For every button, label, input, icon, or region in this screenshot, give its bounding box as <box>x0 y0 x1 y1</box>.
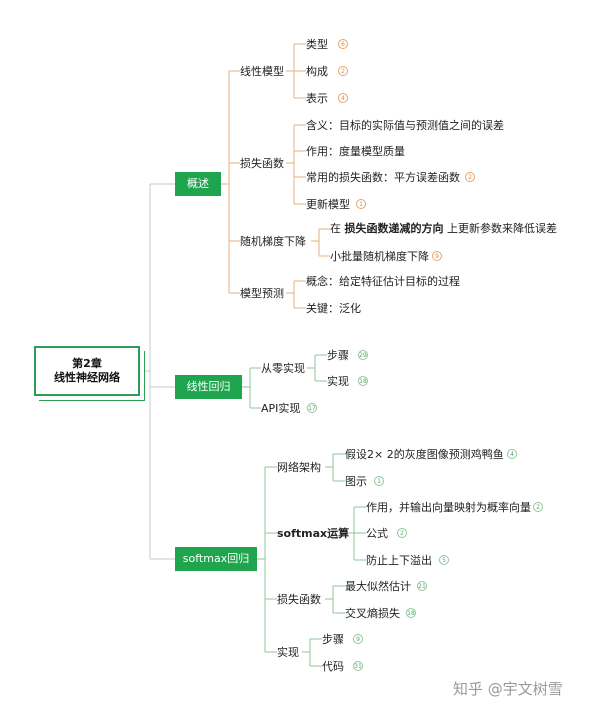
node-network-architecture[interactable]: 网络架构 <box>277 461 321 474</box>
leaf-impl-steps[interactable]: 步骤 <box>322 633 344 646</box>
count-badge: 31 <box>353 661 363 671</box>
root-connectors <box>140 183 175 560</box>
count-badge: 18 <box>358 376 368 386</box>
section-softmax-regression[interactable]: softmax回归 <box>175 547 257 571</box>
leaf-loss-purpose[interactable]: 作用：度量模型质量 <box>306 145 405 158</box>
leaf-prediction-concept[interactable]: 概念：给定特征估计目标的过程 <box>306 275 460 288</box>
node-softmax-op[interactable]: softmax运算 <box>277 527 350 540</box>
root-node[interactable]: 第2章 线性神经网络 <box>34 346 140 396</box>
count-badge: 9 <box>432 251 442 261</box>
node-sgd[interactable]: 随机梯度下降 <box>240 235 306 248</box>
section-overview[interactable]: 概述 <box>175 172 221 196</box>
leaf-impl-code[interactable]: 代码 <box>322 660 344 673</box>
count-badge: 1 <box>356 199 366 209</box>
leaf-scratch-steps[interactable]: 步骤 <box>327 349 349 362</box>
count-badge: 2 <box>533 502 543 512</box>
sgd-desc-prefix: 在 <box>330 222 345 235</box>
count-badge: 18 <box>406 608 416 618</box>
leaf-scratch-impl[interactable]: 实现 <box>327 375 349 388</box>
leaf-prediction-key[interactable]: 关键：泛化 <box>306 302 361 315</box>
count-badge: 9 <box>353 634 363 644</box>
watermark: 知乎 @宇文树雪 <box>453 680 563 698</box>
node-loss-function[interactable]: 损失函数 <box>240 157 284 170</box>
leaf-arch-figure[interactable]: 图示 <box>345 475 367 488</box>
root-title: 第2章 <box>72 357 102 370</box>
linreg-connectors <box>242 354 327 409</box>
count-badge: 2 <box>338 66 348 76</box>
count-badge: 4 <box>338 93 348 103</box>
leaf-update-model[interactable]: 更新模型 <box>306 198 350 211</box>
node-model-prediction[interactable]: 模型预测 <box>240 287 284 300</box>
count-badge: 1 <box>374 476 384 486</box>
sgd-desc-bold: 损失函数递减的方向 <box>344 222 444 235</box>
root-subtitle: 线性神经网络 <box>54 371 120 384</box>
leaf-op-overflow[interactable]: 防止上下溢出 <box>366 554 432 567</box>
count-badge: 2 <box>465 172 475 182</box>
leaf-type[interactable]: 类型 <box>306 38 328 51</box>
leaf-cross-entropy[interactable]: 交叉熵损失 <box>345 607 400 620</box>
leaf-composition[interactable]: 构成 <box>306 65 328 78</box>
leaf-op-formula[interactable]: 公式 <box>366 527 388 540</box>
sgd-desc-suffix: 上更新参数来降低误差 <box>443 222 557 235</box>
section-linear-regression[interactable]: 线性回归 <box>175 375 242 399</box>
node-api-impl[interactable]: API实现 <box>261 402 301 415</box>
leaf-minibatch-sgd[interactable]: 小批量随机梯度下降 <box>330 250 429 263</box>
leaf-representation[interactable]: 表示 <box>306 92 328 105</box>
count-badge: 2 <box>397 528 407 538</box>
leaf-sgd-desc[interactable]: 在 损失函数递减的方向 上更新参数来降低误差 <box>330 222 557 235</box>
node-softmax-impl[interactable]: 实现 <box>277 646 299 659</box>
leaf-arch-assume[interactable]: 假设2× 2的灰度图像预测鸡鸭鱼 <box>345 448 504 461</box>
node-softmax-loss[interactable]: 损失函数 <box>277 593 321 606</box>
count-badge: 5 <box>439 555 449 565</box>
leaf-op-purpose[interactable]: 作用，并输出向量映射为概率向量 <box>366 501 531 514</box>
leaf-loss-common[interactable]: 常用的损失函数：平方误差函数 <box>306 171 460 184</box>
count-badge: 6 <box>338 39 348 49</box>
overview-connectors <box>221 43 330 309</box>
leaf-mle[interactable]: 最大似然估计 <box>345 580 411 593</box>
node-from-scratch[interactable]: 从零实现 <box>261 362 305 375</box>
softmax-connectors <box>257 453 366 667</box>
count-badge: 21 <box>417 581 427 591</box>
count-badge: 4 <box>507 449 517 459</box>
count-badge: 17 <box>307 403 317 413</box>
node-linear-model[interactable]: 线性模型 <box>240 65 284 78</box>
leaf-loss-meaning[interactable]: 含义：目标的实际值与预测值之间的误差 <box>306 119 504 132</box>
count-badge: 29 <box>358 350 368 360</box>
